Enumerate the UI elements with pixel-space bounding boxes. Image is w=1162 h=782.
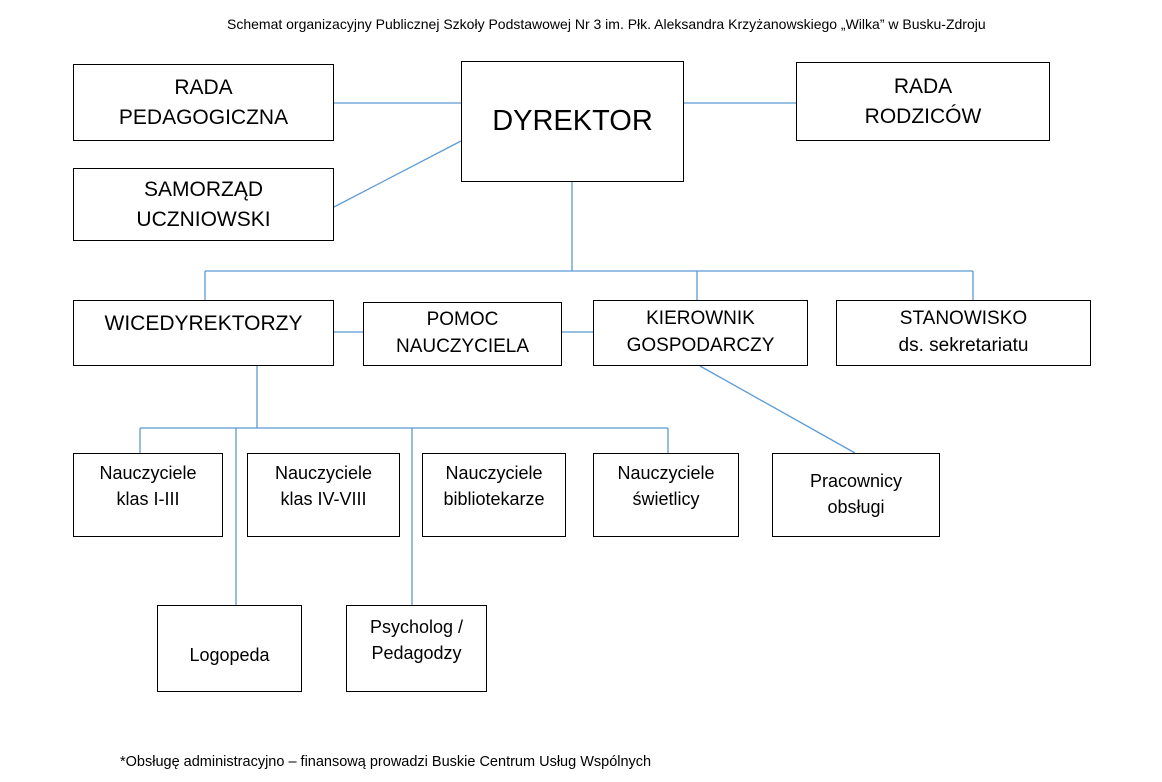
- node-kierownik-gospodarczy: KIEROWNIK GOSPODARCZY: [593, 300, 808, 366]
- node-nauczyciele-swietlicy: Nauczyciele świetlicy: [593, 453, 739, 537]
- node-stanowisko-sekretariatu: STANOWISKO ds. sekretariatu: [836, 300, 1091, 366]
- node-label: STANOWISKO ds. sekretariatu: [898, 308, 1029, 356]
- node-label: Pracownicy obsługi: [809, 471, 903, 517]
- node-nauczyciele-bibliotekarze: Nauczyciele bibliotekarze: [422, 453, 566, 537]
- node-label: Nauczyciele bibliotekarze: [443, 463, 545, 509]
- node-label: Psycholog / Pedagodzy: [369, 616, 464, 663]
- node-psycholog-pedagodzy: Psycholog / Pedagodzy: [346, 605, 487, 692]
- node-label: Nauczyciele świetlicy: [617, 463, 715, 509]
- node-samorzad-uczniowski: SAMORZĄD UCZNIOWSKI: [73, 168, 334, 241]
- node-wicedyrektorzy: WICEDYREKTORZY: [73, 300, 334, 366]
- connector-dyrektor-samorzad: [333, 140, 462, 208]
- node-pomoc-nauczyciela: POMOC NAUCZYCIELA: [363, 302, 562, 366]
- node-pracownicy-obslugi: Pracownicy obsługi: [772, 453, 940, 537]
- footnote: *Obsługę administracyjno – finansową pro…: [120, 754, 652, 770]
- node-rada-rodzicow: RADA RODZICÓW: [796, 62, 1050, 141]
- node-label: WICEDYREKTORZY: [104, 312, 303, 336]
- node-label: RADA PEDAGOGICZNA: [118, 75, 289, 129]
- node-label: Logopeda: [189, 644, 270, 665]
- chart-title: Schemat organizacyjny Publicznej Szkoły …: [227, 16, 986, 32]
- node-label: Nauczyciele klas IV-VIII: [274, 463, 373, 509]
- node-dyrektor: DYREKTOR: [461, 61, 684, 182]
- node-nauczyciele-4-8: Nauczyciele klas IV-VIII: [247, 453, 400, 537]
- node-logopeda: Logopeda: [157, 605, 302, 692]
- node-label: RADA RODZICÓW: [864, 74, 982, 128]
- node-label: DYREKTOR: [492, 104, 653, 137]
- node-label: SAMORZĄD UCZNIOWSKI: [136, 177, 271, 231]
- node-rada-pedagogiczna: RADA PEDAGOGICZNA: [73, 64, 334, 141]
- node-label: Nauczyciele klas I-III: [99, 463, 197, 509]
- node-label: KIEROWNIK GOSPODARCZY: [626, 308, 775, 356]
- node-label: POMOC NAUCZYCIELA: [395, 309, 530, 357]
- connector-kierownik-pracownicy: [699, 365, 856, 454]
- node-nauczyciele-1-3: Nauczyciele klas I-III: [73, 453, 223, 537]
